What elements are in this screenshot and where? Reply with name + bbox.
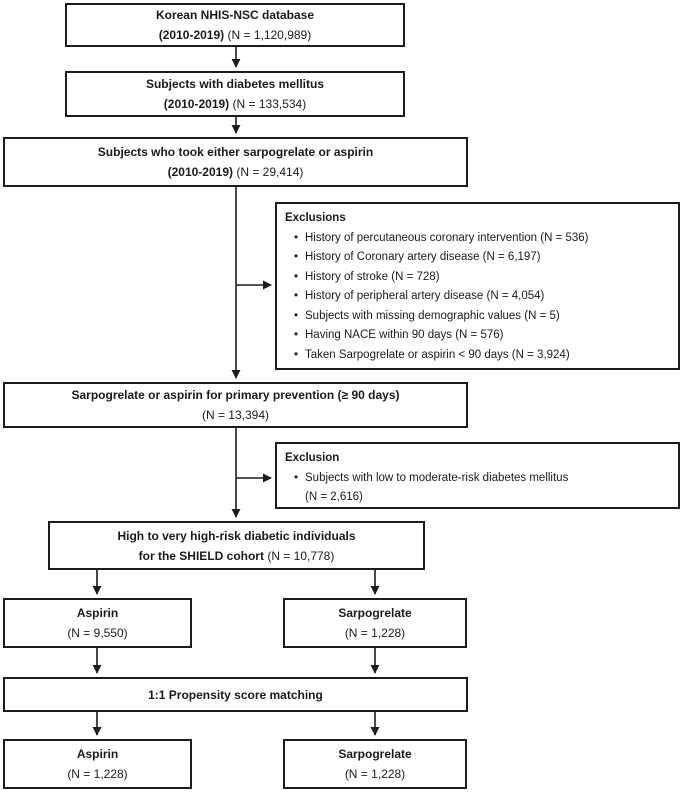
box-exclusion-single: Exclusion • Subjects with low to moderate… xyxy=(275,442,680,509)
exclusion-item: • Subjects with low to moderate-risk diab… xyxy=(285,469,568,489)
box-shield-cohort: High to very high-risk diabetic individu… xyxy=(48,521,425,570)
box-title: Subjects who took either sarpogrelate or… xyxy=(97,145,374,159)
box-title: Subjects with diabetes mellitus xyxy=(145,77,325,91)
exclusion-item: • History of Coronary artery disease (N =… xyxy=(285,248,541,268)
bullet-icon: • xyxy=(294,270,299,283)
n-count: (N = 9,550) xyxy=(67,626,128,640)
n-count: (N = 10,778) xyxy=(263,548,335,563)
exclusion-item: • History of percutaneous coronary interv… xyxy=(285,229,589,249)
bullet-icon: • xyxy=(294,348,299,361)
box-exclusions: Exclusions • History of percutaneous coro… xyxy=(275,202,680,370)
period-label: (2010-2019) xyxy=(158,28,225,42)
exclusion-text: History of stroke (N = 728) xyxy=(305,270,440,283)
box-subtitle: for the SHIELD cohort (N = 10,778) xyxy=(139,546,335,566)
period-label: (2010-2019) xyxy=(167,165,233,179)
bullet-icon: • xyxy=(294,309,299,322)
n-count: (N = 29,414) xyxy=(233,165,304,179)
box-title: Sarpogrelate or aspirin for primary prev… xyxy=(71,388,400,402)
box-title: Aspirin xyxy=(76,747,119,761)
bullet-icon: • xyxy=(294,329,299,341)
exclusion-text: History of Coronary artery disease (N = … xyxy=(305,251,541,263)
exclusions-title: Exclusions xyxy=(285,212,346,224)
n-count: (N = 13,394) xyxy=(201,408,270,422)
exclusion-text: History of percutaneous coronary interve… xyxy=(305,231,589,244)
box-title: Aspirin xyxy=(76,606,119,620)
box-title: High to very high-risk diabetic individu… xyxy=(117,528,356,543)
bullet-icon: • xyxy=(294,251,299,263)
box-sarpogrelate-matched: Sarpogrelate (N = 1,228) xyxy=(283,739,467,789)
exclusion-text: Subjects with missing demographic values… xyxy=(305,309,560,322)
exclusion-text: History of peripheral artery disease (N … xyxy=(305,290,545,302)
box-aspirin-prematch: Aspirin (N = 9,550) xyxy=(3,598,192,648)
box-subtitle: (2010-2019) (N = 133,534) xyxy=(164,94,306,114)
n-count: (N = 2,616) xyxy=(305,491,363,503)
exclusion-text: Subjects with low to moderate-risk diabe… xyxy=(305,471,569,484)
box-subtitle: (2010-2019) (N = 29,414) xyxy=(168,162,304,182)
period-label: (2010-2019) xyxy=(163,97,230,111)
exclusion-text: Having NACE within 90 days (N = 576) xyxy=(305,329,504,341)
exclusion-text: Taken Sarpogrelate or aspirin < 90 days … xyxy=(305,348,570,361)
box-drug-takers: Subjects who took either sarpogrelate or… xyxy=(3,137,468,187)
exclusion-item: • Taken Sarpogrelate or aspirin < 90 days… xyxy=(285,346,570,366)
n-count: (N = 1,228) xyxy=(67,767,128,781)
n-count: (N = 1,120,989) xyxy=(224,28,312,42)
n-count: (N = 133,534) xyxy=(229,97,307,111)
box-aspirin-matched: Aspirin (N = 1,228) xyxy=(3,739,192,789)
exclusion-title: Exclusion xyxy=(285,452,340,464)
box-title: 1:1 Propensity score matching xyxy=(148,687,323,702)
box-subtitle: (2010-2019) (N = 1,120,989) xyxy=(159,25,311,45)
bullet-icon: • xyxy=(294,231,299,244)
box-propensity-matching: 1:1 Propensity score matching xyxy=(3,677,468,712)
cohort-label: for the SHIELD cohort xyxy=(138,548,264,563)
n-count: (N = 1,228) xyxy=(344,767,406,781)
box-diabetes-subjects: Subjects with diabetes mellitus (2010-20… xyxy=(65,71,405,117)
bullet-icon: • xyxy=(294,471,299,484)
box-title: Korean NHIS-NSC database xyxy=(155,8,315,22)
box-korean-nhis-database: Korean NHIS-NSC database (2010-2019) (N … xyxy=(65,3,405,47)
n-count: (N = 1,228) xyxy=(344,626,406,640)
exclusion-item: • Having NACE within 90 days (N = 576) xyxy=(285,326,503,346)
exclusion-item: • History of peripheral artery disease (N… xyxy=(285,287,544,307)
box-sarpogrelate-prematch: Sarpogrelate (N = 1,228) xyxy=(283,598,467,648)
exclusion-item: • Subjects with missing demographic value… xyxy=(285,307,560,327)
box-title: Sarpogrelate xyxy=(338,606,412,620)
exclusion-item: • History of stroke (N = 728) xyxy=(285,268,440,288)
box-title: Sarpogrelate xyxy=(338,747,412,761)
box-primary-prevention: Sarpogrelate or aspirin for primary prev… xyxy=(3,382,468,428)
bullet-icon: • xyxy=(294,290,299,302)
